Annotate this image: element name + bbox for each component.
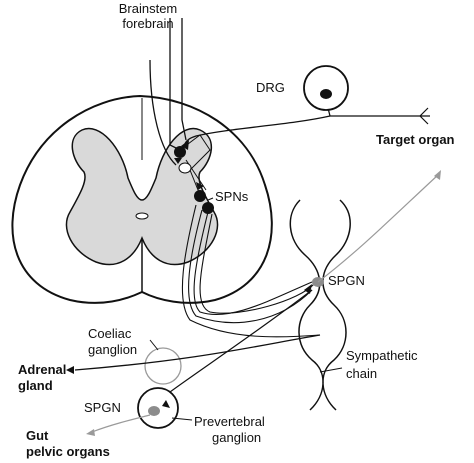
drg-ganglion — [303, 65, 349, 111]
label-sympathetic-1: Sympathetic — [346, 348, 418, 363]
grey-matter — [65, 127, 219, 266]
label-gut-1: Gut — [26, 428, 49, 443]
label-spgn-prevertebral: SPGN — [84, 400, 121, 415]
preganglionic-fibre-4 — [199, 213, 315, 314]
label-gut-2: pelvic organs — [26, 444, 110, 459]
target-organ-endings — [419, 107, 430, 125]
spgn-prevertebral-arrow — [162, 400, 170, 408]
label-prevertebral-2: ganglion — [212, 430, 261, 445]
label-coeliac-1: Coeliac — [88, 326, 132, 341]
postganglionic-to-gut — [91, 414, 151, 433]
coeliac-ganglion — [144, 347, 182, 385]
spn-arrow-1 — [174, 158, 182, 164]
adrenal-fibre — [74, 334, 321, 371]
label-target-organ: Target organ — [376, 132, 455, 147]
adrenal-arrow — [66, 366, 74, 374]
fibre-to-prevertebral — [169, 289, 313, 393]
gut-arrow — [86, 429, 95, 436]
spn-cell-2 — [178, 162, 192, 174]
spn-arrow-2 — [196, 182, 204, 190]
central-canal — [135, 212, 149, 220]
sympathetic-leader — [319, 367, 343, 373]
drg-central-fibre — [183, 115, 331, 147]
coeliac-leader — [149, 339, 159, 351]
prevertebral-leader — [171, 417, 193, 421]
label-brainstem: Brainstem — [119, 1, 178, 16]
preganglionic-fibre-3 — [193, 211, 313, 316]
label-spgn-chain: SPGN — [328, 273, 365, 288]
sensory-terminal-arrow — [181, 140, 189, 150]
label-drg: DRG — [256, 80, 285, 95]
postganglionic-target-arrow — [434, 170, 441, 180]
spns-leader — [207, 197, 214, 201]
label-coeliac-2: ganglion — [88, 342, 137, 357]
spn-cell-1 — [174, 146, 186, 158]
label-sympathetic-2: chain — [346, 366, 377, 381]
label-forebrain: forebrain — [122, 16, 173, 31]
preganglionic-fibre-2 — [188, 209, 313, 324]
label-spns: SPNs — [215, 189, 249, 204]
spn-cell-3 — [194, 190, 206, 202]
sympathetic-chain — [289, 199, 351, 411]
label-prevertebral-1: Prevertebral — [194, 414, 265, 429]
drg-cell — [320, 89, 332, 99]
spn-cell-4 — [202, 202, 214, 214]
descending-tract-3 — [149, 59, 177, 166]
preganglionic-fibre-1 — [181, 204, 321, 338]
descending-tract-2 — [181, 18, 187, 141]
postganglionic-to-target — [317, 174, 439, 283]
spgn-prevertebral-cell — [148, 406, 160, 416]
label-adrenal-2: gland — [18, 378, 53, 393]
label-adrenal-1: Adrenal — [18, 362, 66, 377]
